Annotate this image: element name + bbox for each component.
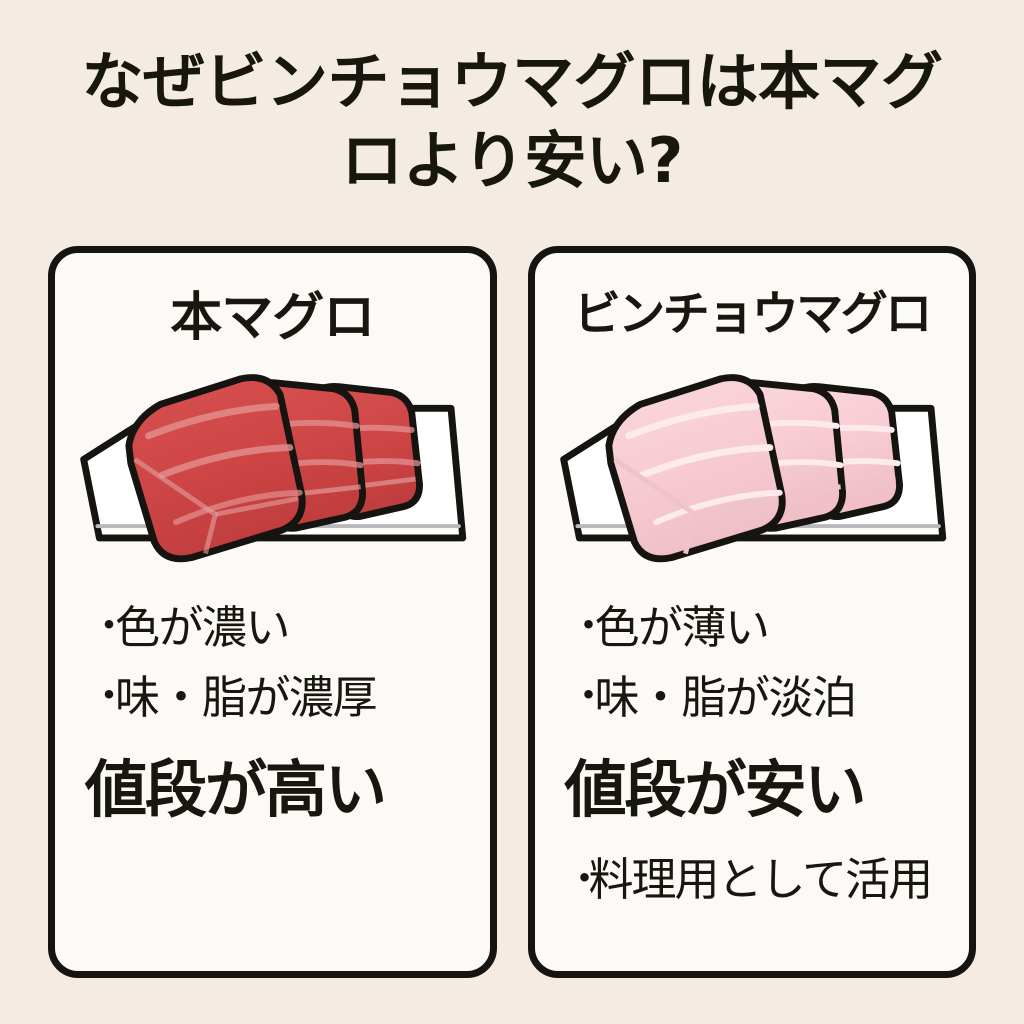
card-binchou-maguro-extra-bullet: ・ 料理用として活用 (564, 853, 966, 906)
list-item: ・ 色が濃い (89, 601, 480, 654)
card-honmaguro-bullets: ・ 色が濃い ・ 味・脂が濃厚 (89, 601, 480, 741)
list-item-label: 味・脂が濃厚 (115, 671, 378, 725)
page-title: なぜビンチョウマグロは本マグ ロより安い? (55, 42, 969, 201)
page-title-line-2: ロより安い? (341, 124, 683, 198)
card-honmaguro: 本マグロ (48, 246, 497, 978)
bullet-marker-icon: ・ (564, 856, 605, 902)
tuna-blocks-on-plate-red-illustration (66, 363, 479, 595)
card-honmaguro-title: 本マグロ (170, 288, 375, 348)
bullet-marker-icon: ・ (89, 673, 129, 720)
card-honmaguro-emphasis: 値段が高い (85, 753, 387, 826)
bullet-marker-icon: ・ (568, 603, 609, 649)
list-item-label: 味・脂が淡泊 (594, 671, 858, 725)
comparison-cards: 本マグロ (48, 246, 976, 978)
list-item-label: 色が薄い (594, 601, 771, 654)
tuna-blocks-on-plate-pink-illustration (546, 363, 959, 595)
card-binchou-maguro-emphasis: 値段が安い (564, 753, 867, 826)
list-item: ・ 味・脂が濃厚 (89, 671, 480, 724)
list-item-label: 料理用として活用 (588, 853, 934, 906)
card-binchou-maguro: ビンチョウマグロ (527, 246, 976, 978)
page-title-line-1: なぜビンチョウマグロは本マグ (81, 45, 943, 118)
list-item-label: 色が濃い (115, 601, 291, 654)
list-item: ・ 味・脂が淡泊 (569, 671, 960, 724)
bullet-marker-icon: ・ (89, 603, 129, 649)
list-item: ・ 色が薄い (569, 601, 960, 654)
card-binchou-maguro-title: ビンチョウマグロ (573, 287, 932, 342)
card-binchou-maguro-bullets: ・ 色が薄い ・ 味・脂が淡泊 (569, 601, 960, 741)
bullet-marker-icon: ・ (568, 673, 609, 720)
